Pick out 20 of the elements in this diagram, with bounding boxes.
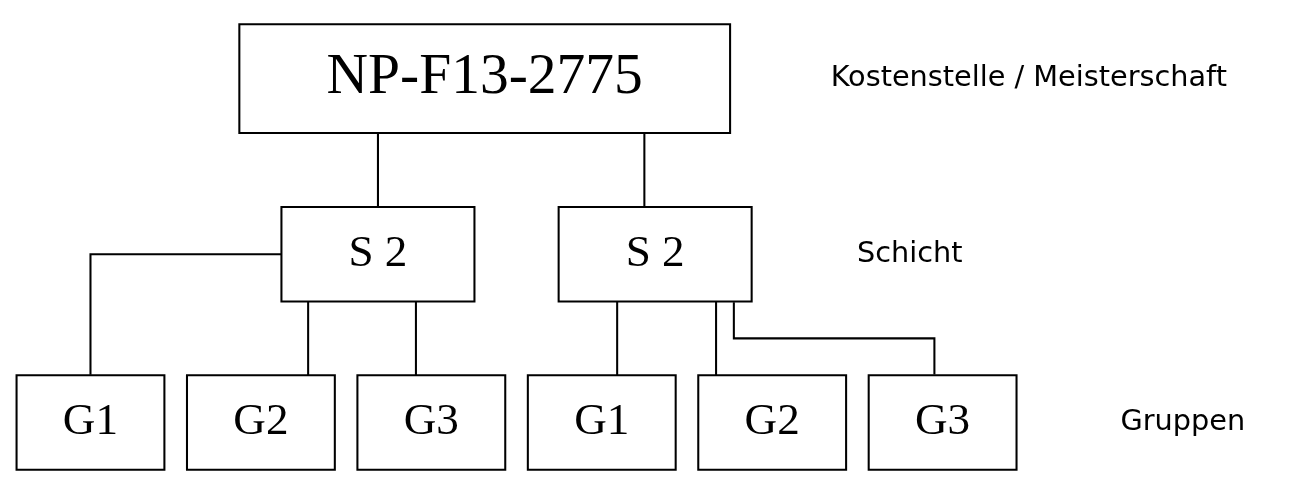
connector: [732, 302, 936, 375]
connector: [414, 302, 417, 376]
label: Gruppen: [1120, 403, 1246, 438]
node-box: G1: [15, 374, 166, 471]
node-box: G2: [697, 374, 848, 471]
node-box: NP-F13-2775: [238, 23, 732, 135]
connector: [643, 133, 646, 207]
label: Kostenstelle / Meisterschaft: [830, 59, 1227, 94]
connector: [616, 302, 619, 376]
node-box: G2: [185, 374, 336, 471]
node-box: G3: [867, 374, 1018, 471]
node-box: G1: [526, 374, 677, 471]
label: Schicht: [857, 234, 963, 269]
node-box: S 2: [280, 205, 476, 303]
node-box: G3: [356, 374, 507, 471]
connector: [307, 302, 310, 376]
node-box: S 2: [557, 205, 753, 303]
connector: [89, 253, 282, 375]
connector: [376, 133, 379, 207]
connector: [715, 302, 718, 376]
